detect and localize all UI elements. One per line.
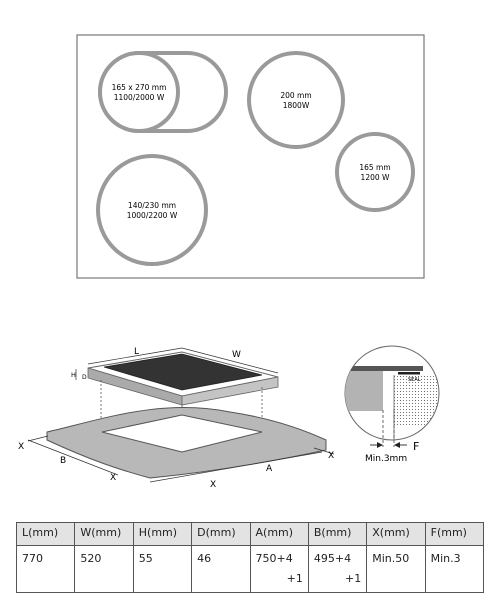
dimension-lines-top xyxy=(75,347,279,380)
dim-label-x-bottom: X xyxy=(210,480,216,490)
installation-diagram: L W H D X B X X A X xyxy=(18,345,440,490)
zone-size-label: 165 mm xyxy=(359,163,390,172)
min-gap-label: Min.3mm xyxy=(365,454,407,464)
zone-power-label: 1800W xyxy=(283,101,310,110)
table-cell: 520 xyxy=(74,545,134,593)
dimensions-table: L(mm) W(mm) H(mm) D(mm) A(mm) B(mm) X(mm… xyxy=(15,522,485,593)
cell-tolerance: +1 xyxy=(345,572,362,585)
cell-value: 495+4 xyxy=(313,552,352,565)
seal-label: SEAL xyxy=(408,377,421,383)
dimension-lines-bottom xyxy=(27,435,335,483)
table-cell: 495+4 +1 xyxy=(307,545,368,593)
table-header-cell: H(mm) xyxy=(132,522,193,546)
cooking-zone-bridge: 165 x 270 mm 1100/2000 W xyxy=(98,51,228,133)
dim-label-f: F xyxy=(413,440,419,453)
table-cell: 770 xyxy=(15,545,76,593)
cell-value: 55 xyxy=(138,552,153,565)
cell-value: 46 xyxy=(197,552,212,565)
zone-size-label: 200 mm xyxy=(280,91,311,100)
zone-power-label: 1200 W xyxy=(361,173,390,182)
table-header-cell: L(mm) xyxy=(15,522,76,546)
table-header-cell: D(mm) xyxy=(191,522,251,546)
table-header-row: L(mm) W(mm) H(mm) D(mm) A(mm) B(mm) X(mm… xyxy=(15,522,485,546)
hob-isometric xyxy=(87,351,279,406)
dim-label-b: B xyxy=(60,456,66,466)
seal-detail: SEAL Min.3mm F xyxy=(344,345,440,464)
table-cell: Min.3 xyxy=(424,545,485,593)
worktop-cutout xyxy=(46,407,327,479)
zone-size-label: 140/230 mm xyxy=(128,201,176,210)
table-row: 770 520 55 46 750+4 +1 495+4 +1 Min.50 Min… xyxy=(15,545,485,593)
cooktop-diagram: 165 x 270 mm 1100/2000 W 200 mm 1800W 16… xyxy=(76,34,425,279)
table-header-cell: F(mm) xyxy=(424,522,485,546)
table-cell: 46 xyxy=(191,545,251,593)
dim-label-a: A xyxy=(266,464,273,474)
cell-value: 750+4 xyxy=(255,552,293,565)
cell-value: 520 xyxy=(80,552,102,565)
table-header-cell: B(mm) xyxy=(307,522,368,546)
table-header-cell: A(mm) xyxy=(249,522,309,546)
cooking-zone-200mm: 200 mm 1800W xyxy=(247,51,345,149)
cell-value: 770 xyxy=(22,552,43,565)
dim-label-x-right: X xyxy=(328,451,334,461)
dim-label-d: D xyxy=(82,374,87,381)
cooking-zone-140-230mm: 140/230 mm 1000/2200 W xyxy=(96,154,208,266)
table-cell: 55 xyxy=(132,545,193,593)
table-cell: Min.50 xyxy=(366,545,426,593)
cell-value: Min.3 xyxy=(430,552,461,565)
cooking-zone-165mm: 165 mm 1200 W xyxy=(335,132,415,212)
table-header-cell: W(mm) xyxy=(74,522,134,546)
zone-power-label: 1100/2000 W xyxy=(114,93,165,102)
cell-value: Min.50 xyxy=(372,552,410,565)
zone-size-label: 165 x 270 mm xyxy=(112,83,167,92)
zone-power-label: 1000/2200 W xyxy=(127,211,178,220)
table-header-cell: X(mm) xyxy=(366,522,426,546)
dim-label-w: W xyxy=(232,350,241,360)
dim-label-h: H xyxy=(71,371,76,379)
dim-label-x-bottom-left: X xyxy=(110,473,116,483)
dim-label-l: L xyxy=(134,347,139,357)
table-cell: 750+4 +1 xyxy=(249,545,309,593)
projection-lines xyxy=(100,380,263,452)
dim-label-x-left: X xyxy=(18,442,24,452)
cell-tolerance: +1 xyxy=(286,572,303,585)
